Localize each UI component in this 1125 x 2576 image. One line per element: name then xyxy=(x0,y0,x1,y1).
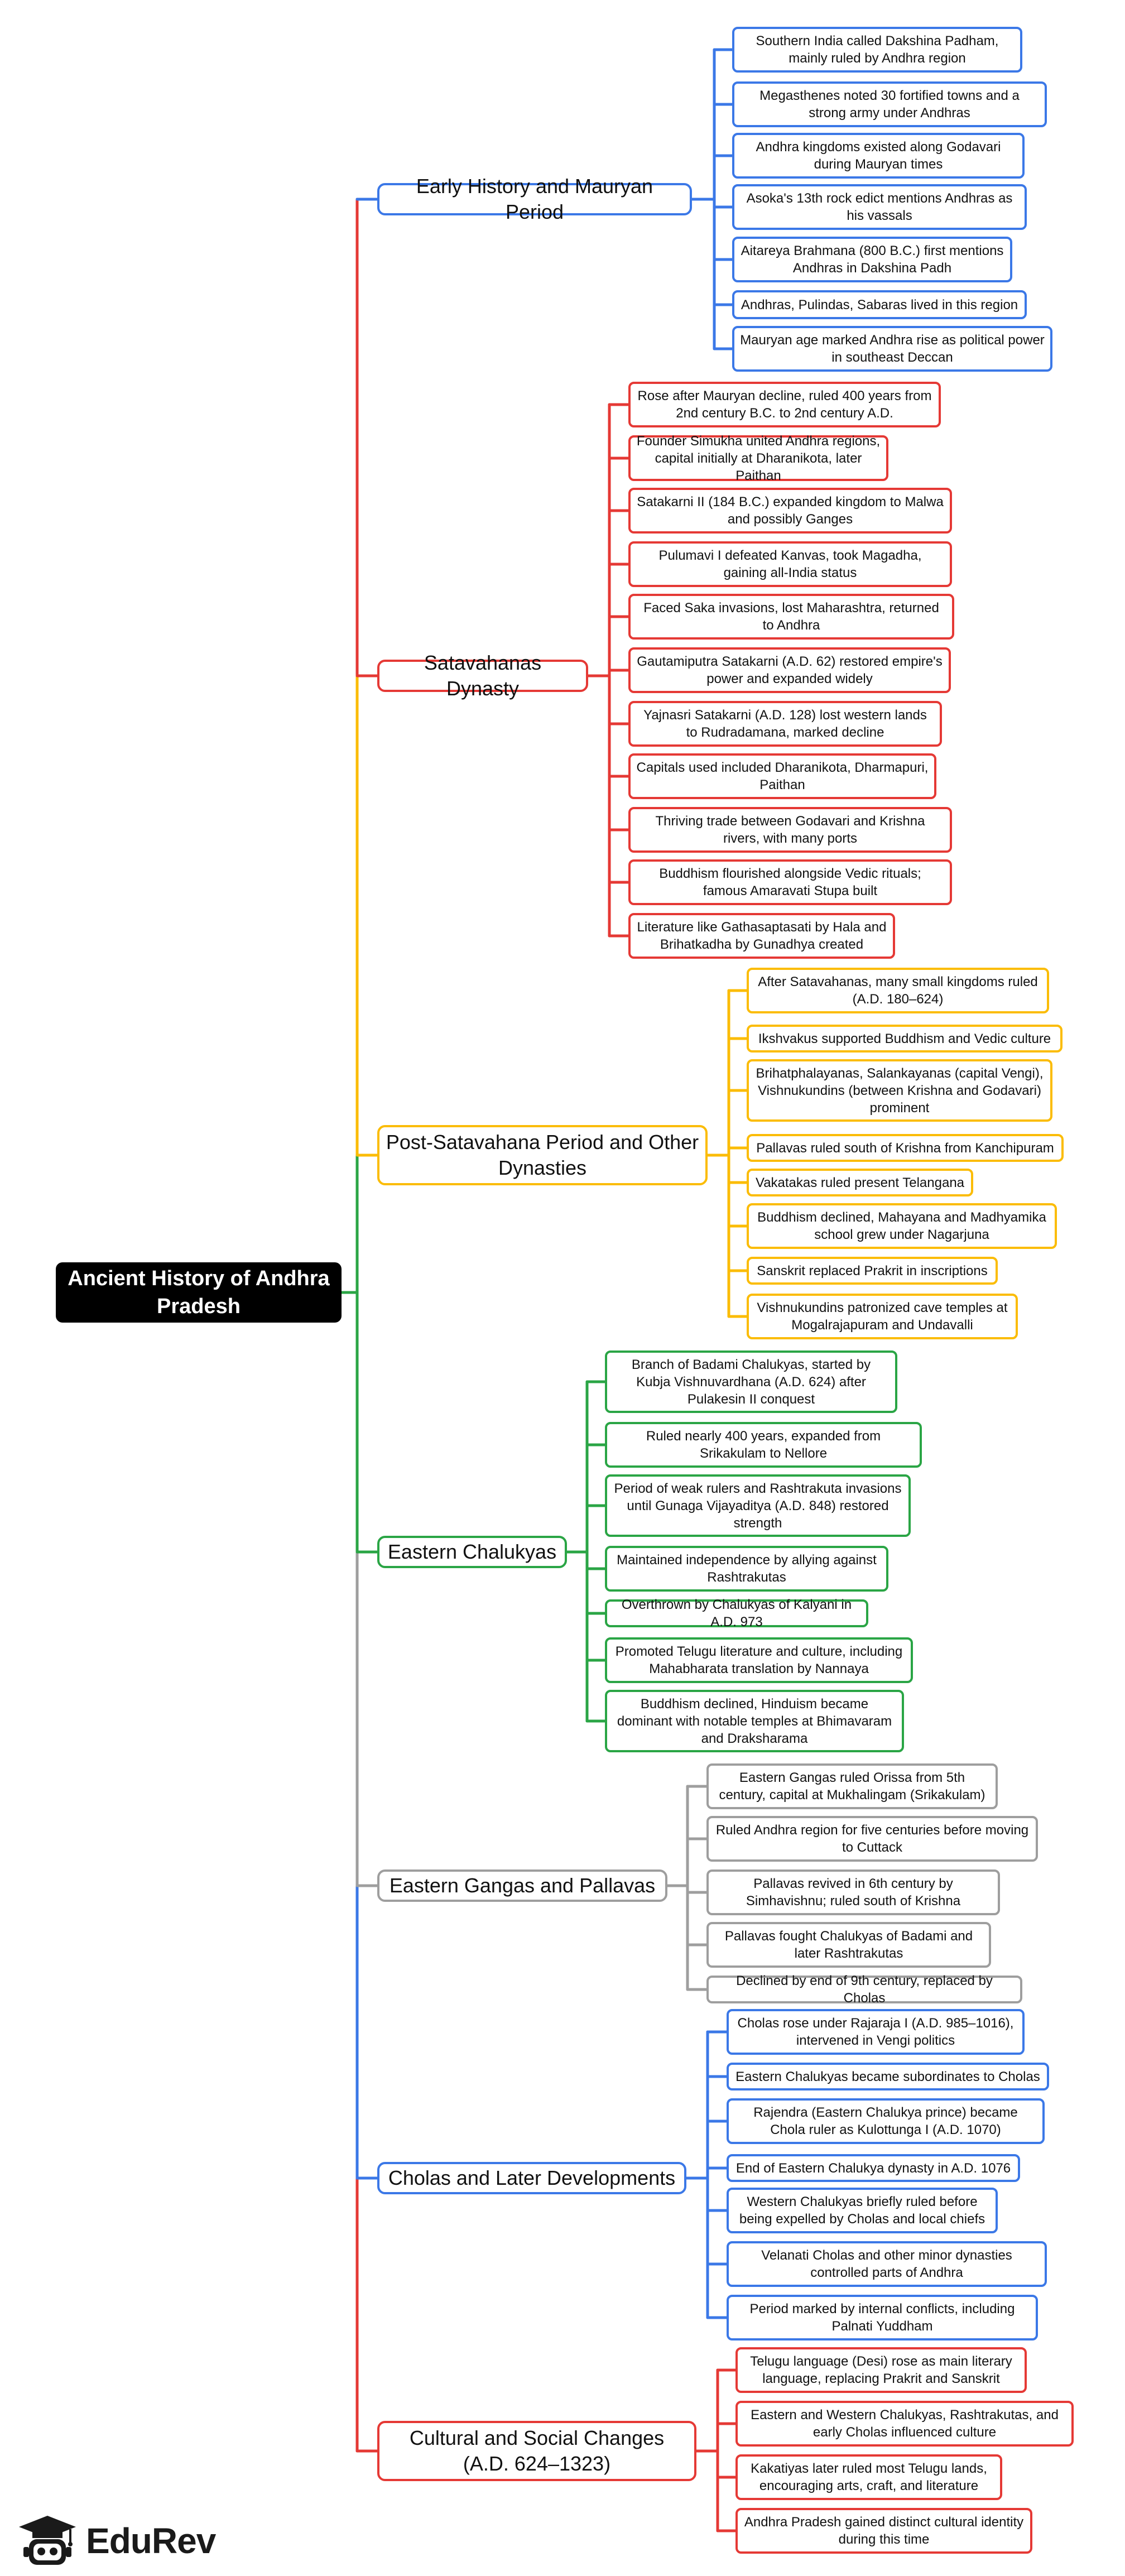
leaf-node: Pulumavi I defeated Kanvas, took Magadha… xyxy=(628,541,952,587)
leaf-node: Southern India called Dakshina Padham, m… xyxy=(732,27,1022,73)
leaf-node: Satakarni II (184 B.C.) expanded kingdom… xyxy=(628,488,952,534)
leaf-node: Cholas rose under Rajaraja I (A.D. 985–1… xyxy=(727,2009,1025,2055)
leaf-node: Period marked by internal conflicts, inc… xyxy=(727,2295,1038,2340)
leaf-node: Yajnasri Satakarni (A.D. 128) lost weste… xyxy=(628,701,942,747)
leaf-node: Eastern Gangas ruled Orissa from 5th cen… xyxy=(706,1763,998,1809)
branch-node: Eastern Gangas and Pallavas xyxy=(377,1869,667,1902)
leaf-node: Eastern Chalukyas became subordinates to… xyxy=(727,2063,1049,2090)
leaf-node: Mauryan age marked Andhra rise as politi… xyxy=(732,326,1052,372)
branch-node: Cultural and Social Changes (A.D. 624–13… xyxy=(377,2421,696,2481)
branch-node: Post-Satavahana Period and Other Dynasti… xyxy=(377,1125,708,1185)
leaf-node: Megasthenes noted 30 fortified towns and… xyxy=(732,81,1047,127)
branch-node: Satavahanas Dynasty xyxy=(377,651,588,700)
logo-text: EduRev xyxy=(86,2521,216,2561)
leaf-node: Aitareya Brahmana (800 B.C.) first menti… xyxy=(732,237,1012,282)
leaf-node: Declined by end of 9th century, replaced… xyxy=(706,1973,1022,2006)
leaf-node: Velanati Cholas and other minor dynastie… xyxy=(727,2241,1047,2287)
leaf-node: Brihatphalayanas, Salankayanas (capital … xyxy=(747,1059,1052,1122)
leaf-node: Rose after Mauryan decline, ruled 400 ye… xyxy=(628,382,941,427)
leaf-node: Pallavas revived in 6th century by Simha… xyxy=(706,1869,1000,1915)
leaf-node: Pallavas fought Chalukyas of Badami and … xyxy=(706,1922,991,1968)
leaf-node: Asoka's 13th rock edict mentions Andhras… xyxy=(732,184,1027,230)
leaf-node: Ruled Andhra region for five centuries b… xyxy=(706,1816,1038,1862)
edurev-logo: EduRev xyxy=(17,2513,216,2568)
leaf-node: Pallavas ruled south of Krishna from Kan… xyxy=(747,1134,1064,1162)
leaf-node: End of Eastern Chalukya dynasty in A.D. … xyxy=(727,2154,1020,2182)
leaf-node: Buddhism declined, Hinduism became domin… xyxy=(605,1690,904,1752)
leaf-node: Founder Simukha united Andhra regions, c… xyxy=(628,434,888,483)
leaf-node: Vishnukundins patronized cave temples at… xyxy=(747,1294,1018,1339)
leaf-node: After Satavahanas, many small kingdoms r… xyxy=(747,968,1049,1013)
leaf-node: Ruled nearly 400 years, expanded from Sr… xyxy=(605,1422,922,1468)
leaf-node: Telugu language (Desi) rose as main lite… xyxy=(735,2347,1027,2393)
leaf-node: Gautamiputra Satakarni (A.D. 62) restore… xyxy=(628,647,951,693)
graduation-cap-robot-icon xyxy=(19,2516,76,2565)
leaf-node: Branch of Badami Chalukyas, started by K… xyxy=(605,1351,897,1413)
leaf-node: Maintained independence by allying again… xyxy=(605,1546,888,1592)
leaf-node: Andhras, Pulindas, Sabaras lived in this… xyxy=(732,290,1027,319)
leaf-node: Thriving trade between Godavari and Kris… xyxy=(628,807,952,853)
branch-node: Eastern Chalukyas xyxy=(377,1536,567,1568)
leaf-node: Literature like Gathasaptasati by Hala a… xyxy=(628,913,895,959)
branch-node: Cholas and Later Developments xyxy=(377,2162,686,2194)
leaf-node: Period of weak rulers and Rashtrakuta in… xyxy=(605,1474,911,1537)
leaf-node: Andhra Pradesh gained distinct cultural … xyxy=(735,2508,1032,2554)
branch-node: Early History and Mauryan Period xyxy=(377,175,692,223)
leaf-node: Eastern and Western Chalukyas, Rashtraku… xyxy=(735,2401,1074,2447)
leaf-node: Ikshvakus supported Buddhism and Vedic c… xyxy=(747,1025,1062,1052)
leaf-node: Promoted Telugu literature and culture, … xyxy=(605,1637,913,1683)
root-node: Ancient History of Andhra Pradesh xyxy=(56,1262,342,1323)
leaf-node: Andhra kingdoms existed along Godavari d… xyxy=(732,133,1025,179)
leaf-node: Rajendra (Eastern Chalukya prince) becam… xyxy=(727,2098,1045,2144)
leaf-node: Western Chalukyas briefly ruled before b… xyxy=(727,2188,998,2233)
leaf-node: Buddhism declined, Mahayana and Madhyami… xyxy=(747,1203,1057,1249)
leaf-node: Vakatakas ruled present Telangana xyxy=(747,1169,973,1196)
leaf-node: Buddhism flourished alongside Vedic ritu… xyxy=(628,859,952,905)
leaf-node: Kakatiyas later ruled most Telugu lands,… xyxy=(735,2454,1002,2500)
leaf-node: Faced Saka invasions, lost Maharashtra, … xyxy=(628,594,954,640)
leaf-node: Sanskrit replaced Prakrit in inscription… xyxy=(747,1257,998,1285)
leaf-node: Capitals used included Dharanikota, Dhar… xyxy=(628,753,936,799)
leaf-node: Overthrown by Chalukyas of Kalyani in A.… xyxy=(605,1597,868,1630)
